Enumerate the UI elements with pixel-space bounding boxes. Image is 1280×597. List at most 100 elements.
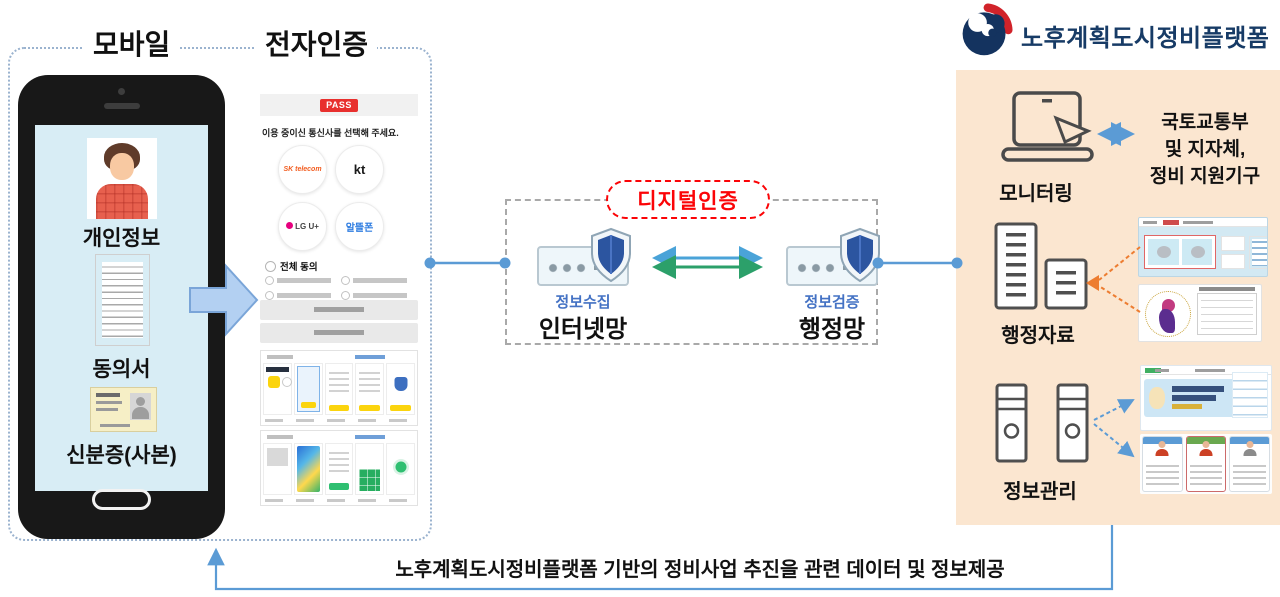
info-card	[1142, 436, 1183, 492]
carrier-button-kt[interactable]: kt	[335, 145, 384, 194]
app-screen-cell	[324, 363, 354, 415]
card-header	[1186, 437, 1226, 444]
monitoring-label: 모니터링	[999, 183, 1073, 205]
app-screen-cell	[355, 363, 385, 415]
phone-camera-icon	[118, 88, 125, 95]
platform-panel: 모니터링 국토교통부 및 지자체, 정비 지원기구 행정자료	[956, 70, 1280, 525]
consent-checkbox-item[interactable]	[265, 276, 341, 285]
screenshot-header	[1139, 218, 1267, 227]
app-guide-thumbnail-kakao	[260, 350, 418, 426]
auth-submit-button[interactable]	[260, 300, 418, 320]
info-servers-icon	[995, 383, 1089, 463]
data-tile	[1181, 239, 1212, 265]
carrier-button-mvno[interactable]: 알뜰폰	[335, 202, 384, 251]
decor	[328, 368, 350, 392]
side-tile	[1249, 236, 1267, 269]
side-tile	[1221, 236, 1245, 251]
card-header	[1230, 437, 1270, 444]
consent-text-blur	[277, 293, 331, 298]
consent-document-image	[95, 254, 150, 346]
decor	[395, 461, 407, 472]
person-icon	[1243, 441, 1257, 456]
app-screen-cell	[386, 443, 415, 495]
mvno-logo: 알뜰폰	[345, 223, 374, 234]
document-table	[1197, 293, 1257, 335]
thumbnail-captions	[263, 417, 415, 425]
court-emblem-image	[1145, 291, 1191, 337]
decor	[394, 377, 408, 391]
admin-documents-icon	[994, 222, 1088, 310]
section-title-eauth: 전자인증	[256, 29, 378, 61]
decor	[266, 367, 289, 372]
data-tile	[1148, 239, 1179, 265]
laptop-monitoring-icon	[1001, 91, 1094, 162]
collect-tag: 정보수집	[555, 294, 611, 311]
thumbnail-captions	[263, 497, 415, 505]
banner-text-blur	[1172, 386, 1228, 410]
decor	[300, 402, 316, 408]
thumbnail-header	[263, 433, 415, 441]
avatar-shirt	[96, 184, 148, 219]
app-screen-cell	[263, 363, 292, 415]
digital-auth-title: 디지털인증	[606, 180, 770, 219]
e-auth-screen-mock: PASS 이용 중이신 통신사를 선택해 주세요. SK telecom kt …	[256, 92, 422, 528]
kt-logo: kt	[353, 162, 366, 177]
partner-line: 및 지자체,	[1164, 138, 1246, 160]
carrier-button-skt[interactable]: SK telecom	[278, 145, 327, 194]
lgu-logo: LG U+	[286, 222, 319, 231]
decor	[296, 446, 320, 492]
decor	[328, 405, 350, 411]
app-screen-cell	[293, 363, 323, 415]
shield-icon	[591, 227, 631, 283]
right-arrow-icon	[189, 263, 259, 337]
id-cards-screenshot	[1140, 434, 1272, 494]
gov-emblem-icon	[962, 3, 1013, 56]
person-icon	[1199, 441, 1213, 456]
skt-logo: SK telecom	[283, 166, 322, 173]
decor	[267, 448, 288, 466]
info-mgmt-label: 정보관리	[1003, 481, 1077, 503]
app-screen-cell	[263, 443, 292, 495]
partner-line: 정비 지원기구	[1149, 165, 1261, 187]
agree-all-checkbox[interactable]: 전체 동의	[265, 259, 318, 273]
decor	[268, 376, 280, 388]
decor	[359, 469, 381, 491]
internet-network-label: 인터넷망	[538, 316, 628, 343]
consent-text-blur	[277, 278, 331, 283]
consent-checkbox-item[interactable]	[341, 291, 417, 300]
thumbnail-header	[263, 353, 415, 361]
carrier-button-lgu[interactable]: LG U+	[278, 202, 327, 251]
bottom-caption: 노후계획도시정비플랫폼 기반의 정비사업 추진을 관련 데이터 및 정보제공	[395, 559, 1005, 581]
app-screen-cell	[293, 443, 323, 495]
auth-alt-button[interactable]	[260, 323, 418, 343]
consent-text-blur	[353, 293, 407, 298]
decor	[359, 405, 381, 411]
card-text-blur	[1189, 461, 1223, 485]
card-header	[1143, 437, 1182, 444]
decor	[328, 483, 350, 490]
carrier-instruction-text: 이용 중이신 통신사를 선택해 주세요.	[262, 128, 399, 138]
consent-checkbox-item[interactable]	[265, 291, 341, 300]
partner-orgs-text: 국토교통부 및 지자체, 정비 지원기구	[1134, 110, 1276, 191]
button-text-blur	[314, 307, 364, 312]
data-portal-screenshot	[1138, 217, 1268, 277]
info-card	[1229, 436, 1271, 492]
person-icon	[1155, 441, 1169, 456]
thumbnail-screens-row	[263, 363, 415, 415]
registry-document-screenshot	[1138, 284, 1262, 342]
partner-line: 국토교통부	[1161, 112, 1249, 133]
decor	[328, 448, 350, 472]
decor	[390, 405, 411, 411]
pass-header-bar: PASS	[260, 94, 418, 116]
consent-checkbox-item[interactable]	[341, 276, 417, 285]
decor	[359, 368, 381, 392]
pass-logo: PASS	[320, 99, 358, 112]
consent-checkbox-grid	[265, 276, 417, 306]
card-text-blur	[1233, 461, 1267, 485]
id-card-photo	[130, 393, 151, 420]
admin-network-label: 행정망	[798, 316, 866, 343]
personal-info-label: 개인정보	[82, 227, 161, 250]
decor	[282, 377, 292, 387]
screenshot-header	[1141, 366, 1271, 375]
